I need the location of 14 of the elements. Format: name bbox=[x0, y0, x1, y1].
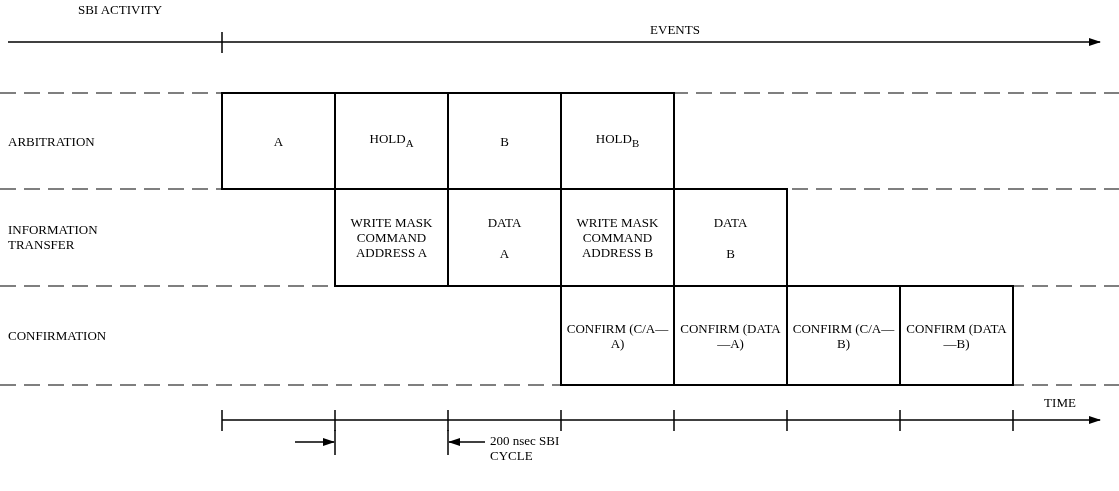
dimension-label: 200 nsec SBI CYCLE bbox=[490, 433, 561, 463]
timing-cell: HOLD$_{B}$ bbox=[560, 92, 675, 190]
axis-label: SBI ACTIVITY bbox=[76, 2, 164, 17]
timing-cell: CONFIRM (C/A—A) bbox=[560, 285, 675, 386]
timing-cell: CONFIRM (C/A—B) bbox=[786, 285, 901, 386]
timing-cell: WRITE MASK COMMAND ADDRESS A bbox=[334, 188, 449, 287]
row-label: ARBITRATION bbox=[8, 134, 96, 149]
axis-label: TIME bbox=[1043, 395, 1077, 410]
row-label: CONFIRMATION bbox=[8, 328, 108, 343]
timing-cell: A bbox=[221, 92, 336, 190]
axis-label: EVENTS bbox=[649, 22, 701, 37]
timing-cell: DATA B bbox=[673, 188, 788, 287]
timing-cell: CONFIRM (DATA—B) bbox=[899, 285, 1014, 386]
row-label: INFORMATION TRANSFER bbox=[8, 222, 99, 252]
